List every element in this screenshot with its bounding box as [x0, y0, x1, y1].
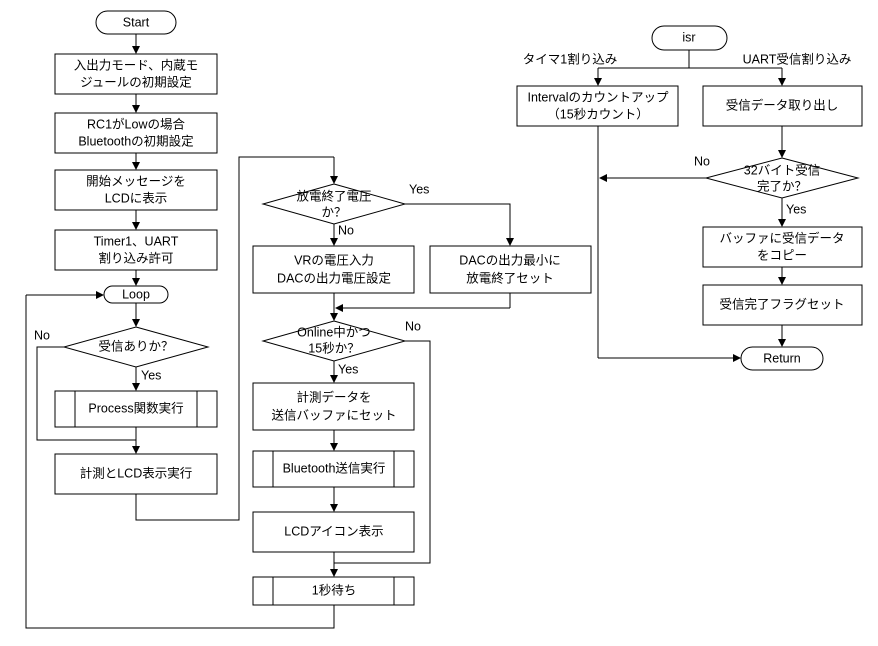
- flag-box: [702, 284, 863, 326]
- enable-int-box: [54, 229, 218, 271]
- complete-q-2: 完了か？: [757, 178, 807, 193]
- complete-no-label: No: [694, 154, 710, 168]
- discharge-yes-label: Yes: [409, 182, 429, 196]
- fetch-box: [702, 85, 863, 127]
- init-io-text-1: 入出力モード、内蔵モ: [74, 58, 199, 72]
- enable-int-text-2: 割り込み許可: [98, 250, 173, 265]
- timer-int-label: タイマ1割り込み: [523, 51, 617, 66]
- return-terminator: [740, 346, 824, 371]
- vr-input-box: [252, 245, 415, 294]
- recv-yes-label: Yes: [141, 368, 161, 382]
- enable-int-text-1: Timer1、UART: [94, 234, 179, 248]
- process-label: Process関数実行: [88, 400, 183, 415]
- init-bt-box: [54, 112, 218, 154]
- lcd-icon-label: LCDアイコン表示: [284, 524, 383, 538]
- uart-int-label: UART受信割り込み: [743, 51, 852, 66]
- process-box: [54, 390, 218, 428]
- dac-min-text-2: 放電終了セット: [466, 270, 554, 285]
- set-buffer-text-1: 計測データを: [296, 389, 371, 404]
- lcd-icon-box: [252, 511, 415, 553]
- copy-text-1: バッファに受信データ: [719, 230, 844, 245]
- complete-yes-label: Yes: [786, 202, 806, 216]
- interval-text-2: （15秒カウント）: [547, 107, 648, 121]
- main-flow: Start 入出力モード、内蔵モ ジュールの初期設定 RC1がLowの場合 Bl…: [34, 10, 334, 521]
- recv-question: 受信ありか？: [98, 339, 173, 353]
- isr-label: isr: [682, 30, 695, 44]
- copy-text-2: をコピー: [757, 248, 807, 262]
- set-buffer-box: [252, 382, 415, 431]
- bt-send-label: Bluetooth送信実行: [283, 460, 386, 475]
- interval-box: [516, 85, 679, 127]
- discharge-q-1: 放電終了電圧: [296, 188, 371, 203]
- dac-min-box: [429, 245, 592, 294]
- online-q-1: Online中かつ: [297, 324, 371, 339]
- init-io-text-2: ジュールの初期設定: [80, 74, 192, 89]
- measure-label: 計測とLCD表示実行: [80, 465, 193, 480]
- interval-text-1: Intervalのカウントアップ: [528, 90, 669, 104]
- loop-label: Loop: [122, 287, 150, 301]
- init-bt-text-2: Bluetoothの初期設定: [78, 133, 193, 148]
- init-io-box: [54, 53, 218, 95]
- fetch-label: 受信データ取り出し: [726, 97, 839, 112]
- online-no-label: No: [405, 319, 421, 333]
- wait-box: [252, 576, 415, 606]
- set-buffer-text-2: 送信バッファにセット: [271, 407, 396, 422]
- wait-label: 1秒待ち: [312, 583, 356, 597]
- middle-flow: 放電終了電圧 か？ Yes No VRの電圧入力 DACの出力電圧設定 DACの…: [25, 157, 592, 629]
- online-yes-label: Yes: [338, 362, 358, 376]
- measure-box: [54, 453, 218, 495]
- online-q-2: 15秒か？: [308, 341, 359, 355]
- start-msg-box: [54, 169, 218, 211]
- return-label: Return: [763, 351, 801, 365]
- init-bt-text-1: RC1がLowの場合: [87, 116, 185, 131]
- complete-q-1: 32バイト受信: [744, 163, 820, 177]
- vr-input-text-2: DACの出力電圧設定: [277, 270, 391, 285]
- isr-flow: isr タイマ1割り込み UART受信割り込み Intervalのカウントアップ…: [516, 25, 863, 371]
- bt-send-box: [252, 450, 415, 488]
- start-msg-text-1: 開始メッセージを: [86, 174, 186, 188]
- flag-label: 受信完了フラグセット: [719, 296, 844, 311]
- recv-no-label: No: [34, 328, 50, 342]
- discharge-q-2: か？: [321, 205, 346, 219]
- start-label: Start: [123, 15, 150, 29]
- vr-input-text-1: VRの電圧入力: [294, 253, 374, 267]
- discharge-no-label: No: [338, 223, 354, 237]
- start-msg-text-2: LCDに表示: [105, 191, 168, 205]
- dac-min-text-1: DACの出力最小に: [459, 253, 560, 267]
